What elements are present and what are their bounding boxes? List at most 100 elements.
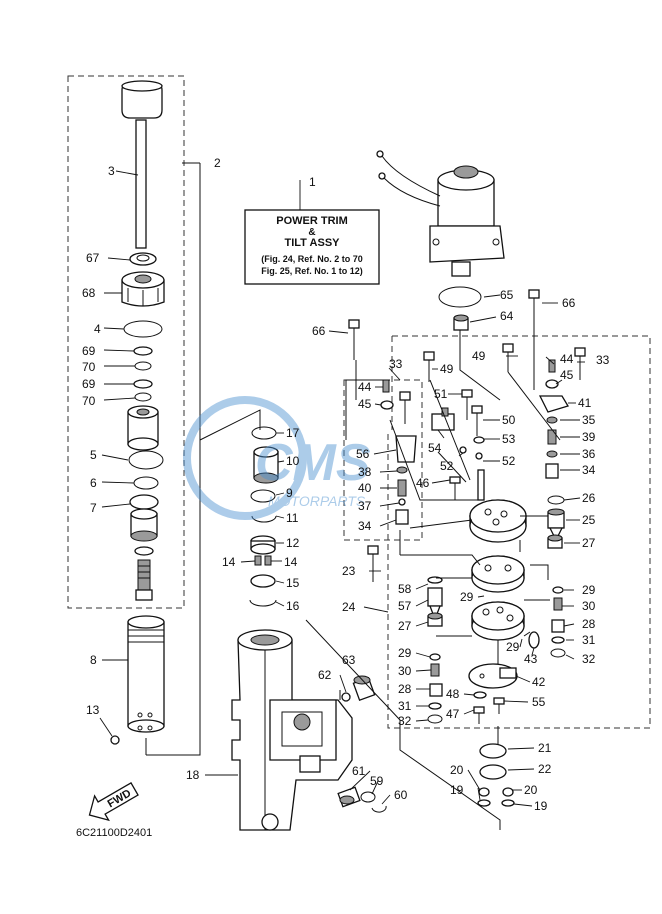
piston-28a-part xyxy=(429,683,443,697)
callout-45b: 45 xyxy=(560,368,574,382)
ball-52a-part xyxy=(459,446,467,454)
callout-20b: 20 xyxy=(524,783,538,797)
callout-11: 11 xyxy=(286,511,299,525)
ring-19a-part xyxy=(477,799,491,807)
piston-28b-part xyxy=(551,619,565,633)
callout-29a: 29 xyxy=(398,646,412,660)
drawing-id: 6C21100D2401 xyxy=(76,827,152,839)
valve-61-part xyxy=(337,786,361,808)
gear-pump-part xyxy=(471,555,525,593)
callout-55: 55 xyxy=(532,695,546,709)
callout-50: 50 xyxy=(502,413,516,427)
callout-35: 35 xyxy=(582,413,596,427)
ring-48-part xyxy=(473,691,487,699)
callout-19a: 19 xyxy=(450,783,464,797)
ring-53-part xyxy=(473,436,485,444)
tilt-cylinder-body-part xyxy=(231,629,353,831)
callout-42: 42 xyxy=(532,675,546,689)
cap-27a-part xyxy=(427,612,443,627)
ring-69b-part xyxy=(133,379,153,389)
bolt-49b-part xyxy=(502,343,514,372)
ring-21-part xyxy=(479,743,507,759)
spring-39-part xyxy=(547,429,557,445)
piston-34b-part xyxy=(545,463,559,479)
washer-small-part xyxy=(134,546,154,556)
callout-54: 54 xyxy=(428,441,442,455)
callout-7: 7 xyxy=(90,501,97,515)
pin-part xyxy=(477,469,485,501)
callout-44b: 44 xyxy=(560,352,574,366)
ball-52b-part xyxy=(475,452,483,460)
group-box-24 xyxy=(387,335,651,729)
piston-34a-part xyxy=(395,509,409,525)
callout-52a: 52 xyxy=(440,459,454,473)
watermark-logo: CMS MOTORPARTS xyxy=(183,396,371,520)
circlip-60-part xyxy=(371,805,387,813)
spring-30b-part xyxy=(553,597,563,611)
callout-9: 9 xyxy=(286,486,293,500)
callout-34b: 34 xyxy=(582,463,596,477)
callout-13: 13 xyxy=(86,703,100,717)
callout-29b: 29 xyxy=(460,590,474,604)
lead-terminal-b xyxy=(378,172,386,180)
callout-33a: 33 xyxy=(389,357,403,371)
spring-30a-part xyxy=(430,663,440,677)
ball-20a-part xyxy=(478,787,490,797)
callout-27b: 27 xyxy=(582,536,596,550)
ring-70b-part xyxy=(134,392,152,402)
bracket-56-part xyxy=(395,435,417,463)
callout-36: 36 xyxy=(582,447,596,461)
screw-50-part xyxy=(471,405,483,436)
callout-31a: 31 xyxy=(398,699,412,713)
callout-69b: 69 xyxy=(82,377,96,391)
group-box-56 xyxy=(343,379,423,541)
callout-8: 8 xyxy=(90,653,97,667)
pin-44a-part xyxy=(382,379,390,393)
o-ring-32b-part xyxy=(550,648,566,658)
callout-32b: 32 xyxy=(582,652,596,666)
ring-22-part xyxy=(479,764,507,780)
callout-40: 40 xyxy=(358,481,372,495)
o-ring-4-part xyxy=(123,320,163,338)
callout-63: 63 xyxy=(342,653,356,667)
callout-70b: 70 xyxy=(82,394,96,408)
callout-30b: 30 xyxy=(582,599,596,613)
o-ring-32a-part xyxy=(427,714,443,724)
callout-51: 51 xyxy=(434,387,448,401)
bolt-33b-part xyxy=(574,347,586,380)
title-line-2: & xyxy=(308,227,315,238)
callout-60: 60 xyxy=(394,788,408,802)
screw-55-part xyxy=(493,697,505,714)
valve-12-part xyxy=(250,535,276,555)
callout-29d: 29 xyxy=(582,583,596,597)
motor-lead-b xyxy=(383,177,441,207)
lead-terminal-a xyxy=(376,150,384,158)
callout-18: 18 xyxy=(186,768,200,782)
callout-16: 16 xyxy=(286,599,300,613)
piston-part xyxy=(127,405,159,451)
callout-68: 68 xyxy=(82,286,96,300)
cylinder-tube-part xyxy=(127,615,165,733)
circlip-16-part xyxy=(249,599,277,607)
callout-70a: 70 xyxy=(82,360,96,374)
callout-59: 59 xyxy=(370,774,384,788)
o-ring-65-part xyxy=(438,286,482,308)
pump-housing-lower-part xyxy=(471,601,525,641)
callout-66a: 66 xyxy=(312,324,326,338)
spring-40-part xyxy=(397,479,407,497)
washer-15-part xyxy=(250,574,276,588)
ring-31a-part xyxy=(428,702,442,710)
callout-14b: 14 xyxy=(284,555,298,569)
ring-70a-part xyxy=(134,361,152,371)
title-line-5: Fig. 25, Ref. No. 1 to 12) xyxy=(261,266,363,276)
filter-64-part xyxy=(453,314,469,331)
callout-19b: 19 xyxy=(534,799,548,813)
title-line-4: (Fig. 24, Ref. No. 2 to 70 xyxy=(261,254,363,264)
callout-4: 4 xyxy=(94,322,101,336)
callout-58: 58 xyxy=(398,582,412,596)
spring-14a-part xyxy=(254,555,262,566)
group-box-2 xyxy=(67,75,185,609)
cap-27b-part xyxy=(547,534,563,549)
callouts: 1 2 3 4 5 6 7 8 9 10 11 12 13 14 14 15 1… xyxy=(82,156,610,813)
